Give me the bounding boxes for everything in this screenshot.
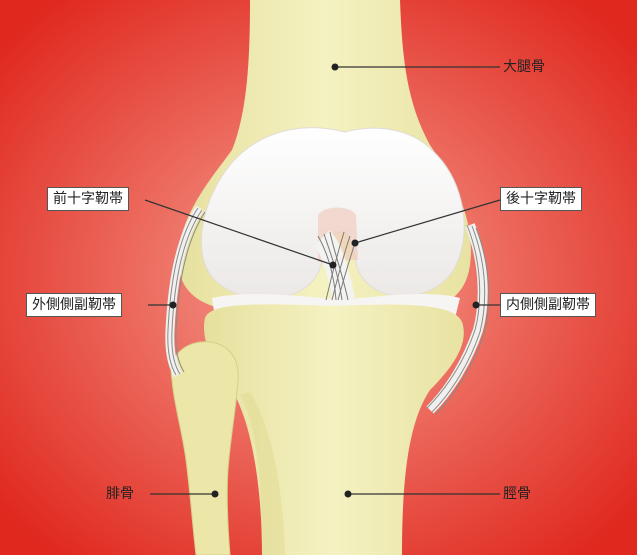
label-tibia: 脛骨 — [503, 485, 531, 503]
label-medial-collateral-ligament: 内側側副靭帯 — [500, 293, 596, 317]
label-lateral-collateral-ligament: 外側側副靭帯 — [26, 293, 122, 317]
label-anterior-cruciate-ligament: 前十字靭帯 — [47, 187, 129, 211]
label-femur: 大腿骨 — [503, 58, 545, 76]
label-fibula: 腓骨 — [106, 485, 134, 503]
label-posterior-cruciate-ligament: 後十字靭帯 — [500, 187, 582, 211]
